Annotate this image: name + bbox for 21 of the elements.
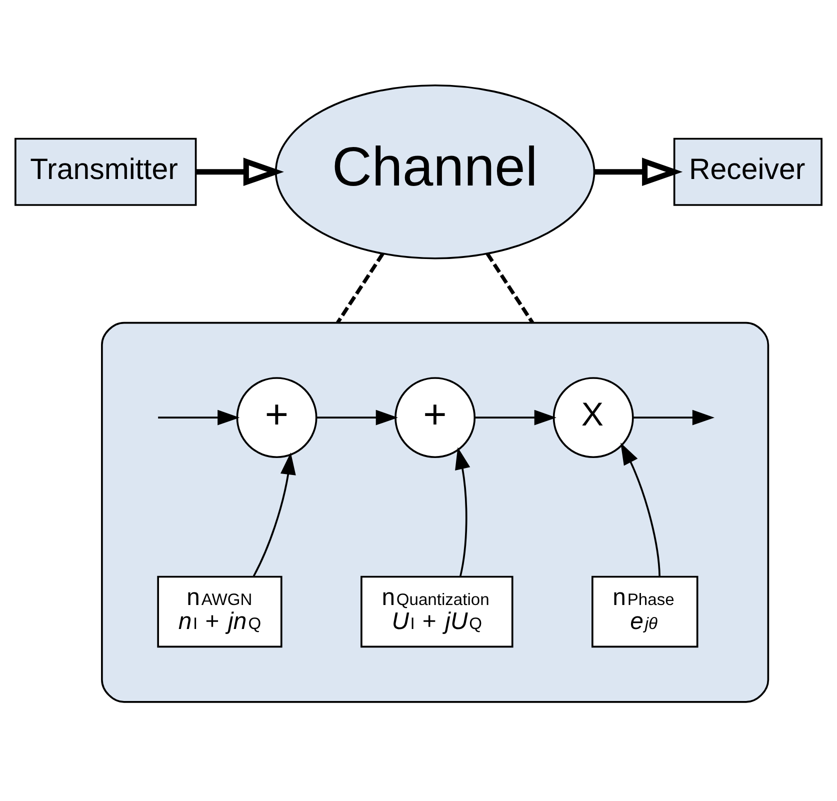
node-box: nAWGN nI + jnQ — [157, 575, 282, 648]
arrow — [594, 157, 683, 186]
connector — [336, 252, 384, 324]
arrow — [158, 409, 240, 425]
arrow — [455, 446, 470, 576]
arrow — [620, 442, 660, 576]
node-ellipse: Channel — [274, 84, 596, 259]
cluster — [101, 321, 770, 702]
node-circle: X — [552, 376, 634, 458]
node-box: nPhase ejθ — [592, 575, 698, 648]
arrow — [475, 409, 556, 425]
connector — [486, 252, 534, 324]
node-box: Transmitter — [14, 137, 197, 206]
node-circle: + — [236, 376, 318, 458]
arrow — [196, 157, 284, 186]
node-box: Receiver — [673, 137, 822, 206]
arrow — [316, 409, 398, 425]
arrow — [633, 409, 714, 425]
node-circle: + — [394, 376, 476, 458]
node-box: nQuantization UI + jUQ — [360, 575, 514, 648]
arrow — [252, 452, 296, 576]
